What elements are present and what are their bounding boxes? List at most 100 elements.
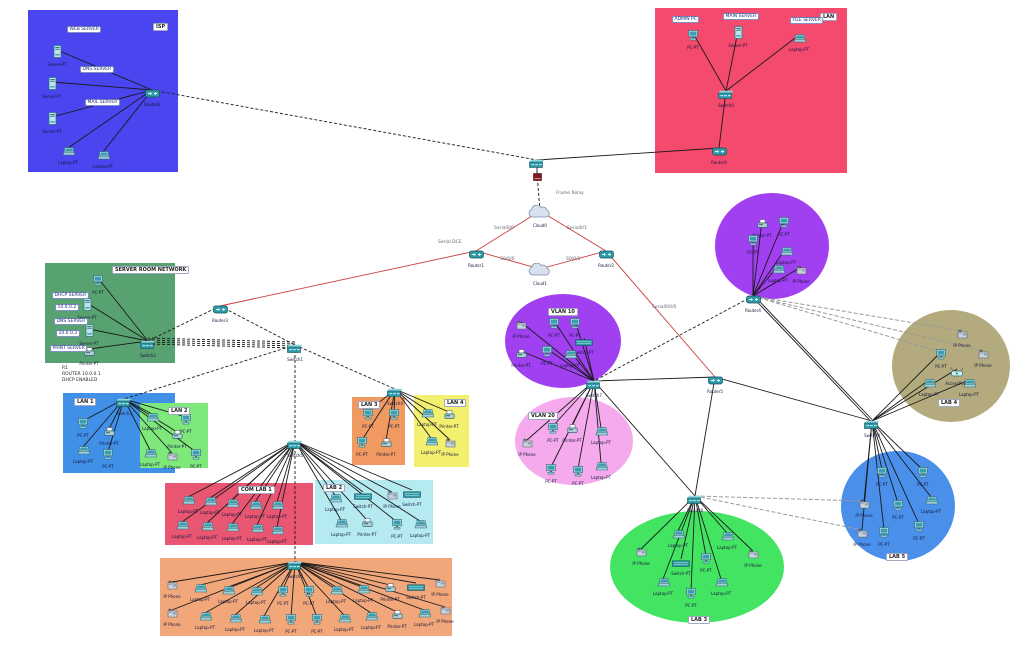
device-server-b_s2[interactable]: Server-PT [35, 75, 69, 99]
device-laptop-lb2[interactable]: Laptop-PT [190, 516, 224, 540]
device-server-g_s2[interactable]: Server-PT [72, 322, 106, 346]
device-pc-p2_pc2[interactable]: PC-PT [558, 314, 592, 338]
device-pc-p2_pc3[interactable]: PC-PT [530, 342, 564, 366]
device-server-b_s3[interactable]: Server-PT [35, 110, 69, 134]
device-printer-p2_pr[interactable]: Printer-PT [504, 344, 538, 368]
device-switch-bl_sw[interactable]: Switch3 [107, 392, 141, 416]
device-printer-pk_pr[interactable]: Printer-PT [555, 419, 589, 443]
device-pc-p2_pc1[interactable]: PC-PT [537, 314, 571, 338]
device-pc-g_pc[interactable]: PC-PT [81, 271, 115, 295]
device-pc-ge4[interactable]: PC-PT [689, 549, 723, 573]
device-phone-bo12[interactable]: IP Phone [155, 603, 189, 627]
device-pc-p1_pc2[interactable]: PC-PT [736, 231, 770, 255]
device-switch-be_hub[interactable]: Switch9 [855, 414, 889, 438]
device-laptop-bo3[interactable]: Laptop-PT [211, 580, 245, 604]
device-phone-y_ph[interactable]: IP Phone [433, 433, 467, 457]
device-laptop-b_l1[interactable]: Laptop-PT [51, 141, 85, 165]
device-pc-bo17[interactable]: PC-PT [300, 610, 334, 634]
device-pc-be8[interactable]: PC-PT [902, 517, 936, 541]
device-laptop-gl_lt1[interactable]: Laptop-PT [135, 407, 169, 431]
device-pc-cy7[interactable]: PC-PT [380, 515, 414, 539]
device-laptop-bo21[interactable]: Laptop-PT [407, 603, 441, 627]
device-phone-ge6[interactable]: IP Phone [736, 544, 770, 568]
device-laptop-bo15[interactable]: Laptop-PT [247, 609, 281, 633]
device-switch-ge_hub[interactable]: Switch8 [678, 489, 712, 513]
device-printer-bo9[interactable]: Printer-PT [373, 578, 407, 602]
device-phone-ge1[interactable]: IP Phone [624, 542, 658, 566]
device-switch-c_sw[interactable] [520, 153, 554, 172]
device-laptop-la3[interactable]: Laptop-PT [215, 493, 249, 517]
device-router-p1_r[interactable]: Router4 [736, 289, 770, 313]
device-phone-ol1[interactable]: IP Phone [945, 324, 979, 348]
device-pc-ol3[interactable]: PC-PT [924, 345, 958, 369]
device-laptop-bo18[interactable]: Laptop-PT [327, 608, 361, 632]
device-ap-ol4[interactable]: AccessPoint [940, 362, 974, 386]
device-switch-r_sw[interactable]: Switch0 [709, 84, 743, 108]
device-phone-be3[interactable]: IP Phone [847, 494, 881, 518]
device-laptop-gl_lt2[interactable]: Laptop-PT [133, 443, 167, 467]
device-pc-be7[interactable]: PC-PT [867, 523, 901, 547]
device-laptop-la4[interactable]: Laptop-PT [238, 495, 272, 519]
device-router-m_r[interactable]: Router5 [698, 370, 732, 394]
device-printer-cy6[interactable]: Printer-PT [350, 513, 384, 537]
device-pc-bo6[interactable]: PC-PT [292, 582, 326, 606]
device-laptop-bo8[interactable]: Laptop-PT [346, 579, 380, 603]
device-printer-bl_pr[interactable]: Printer-PT [92, 422, 126, 446]
device-laptop-lb4[interactable]: Laptop-PT [240, 518, 274, 542]
device-phone-pk_ph[interactable]: IP Phone [510, 433, 544, 457]
device-laptop-ge2[interactable]: Laptop-PT [661, 524, 695, 548]
device-phone-bo1[interactable]: IP Phone [155, 575, 189, 599]
device-laptop-bl_lt[interactable]: Laptop-PT [66, 440, 100, 464]
device-phone-bo11[interactable]: IP Phone [423, 573, 457, 597]
device-phone-p2_ph[interactable]: IP Phone [504, 315, 538, 339]
device-server-b_s1[interactable]: Server-PT [40, 43, 74, 67]
device-laptop-b_l2[interactable]: Laptop-PT [86, 145, 120, 169]
device-pc-pk_pc2[interactable]: PC-PT [534, 460, 568, 484]
device-laptop-lb3[interactable]: Laptop-PT [215, 517, 249, 541]
device-laptop-ge5[interactable]: Laptop-PT [710, 526, 744, 550]
device-laptop-pk_lt1[interactable]: Laptop-PT [584, 421, 618, 445]
device-laptop-p1_lt2[interactable]: Laptop-PT [761, 259, 795, 283]
device-laptop-bo7[interactable]: Laptop-PT [319, 580, 353, 604]
device-router-b_r[interactable]: Router6 [135, 83, 169, 107]
device-rack-p2_sw[interactable]: Switch-PT [567, 331, 601, 355]
device-laptop-cy8[interactable]: Laptop-PT [403, 514, 437, 538]
device-laptop-p1_lt1[interactable]: Laptop-PT [769, 241, 803, 265]
device-pc-ge8[interactable]: PC-PT [674, 584, 708, 608]
device-cloud-c_cl2[interactable]: Cloud1 [523, 262, 557, 286]
device-rack-cy2[interactable]: Switch-PT [346, 485, 380, 509]
device-phone-be6[interactable]: IP Phone [845, 523, 879, 547]
device-laptop-cy5[interactable]: Laptop-PT [324, 513, 358, 537]
device-pc-o_pc3[interactable]: PC-PT [345, 433, 379, 457]
device-cloud-c_cl1[interactable]: Cloud0 [523, 204, 557, 228]
device-printer-p1_pr[interactable]: Printer-PT [745, 214, 779, 238]
device-laptop-ge7[interactable]: Laptop-PT [646, 572, 680, 596]
device-pc-bo5[interactable]: PC-PT [266, 582, 300, 606]
device-printer-gl_pr[interactable]: Printer-PT [160, 425, 194, 449]
device-laptop-ol6[interactable]: Laptop-PT [952, 373, 986, 397]
device-pc-pk_pc1[interactable]: PC-PT [536, 419, 570, 443]
device-laptop-la5[interactable]: Laptop-PT [260, 495, 294, 519]
device-printer-y_pr[interactable]: Printer-PT [432, 405, 466, 429]
device-switch-bo_sw[interactable]: Switch6 [278, 555, 312, 579]
device-pc-bl_pc2[interactable]: PC-PT [91, 445, 125, 469]
device-printer-bo20[interactable]: Printer-PT [380, 605, 414, 629]
device-router-c_r1[interactable]: Router1 [459, 244, 493, 268]
device-rack-cy4[interactable]: Switch-PT [395, 483, 429, 507]
device-laptop-la1[interactable]: Laptop-PT [171, 490, 205, 514]
device-laptop-ge9[interactable]: Laptop-PT [704, 572, 738, 596]
device-phone-cy3[interactable]: IP Phone [375, 485, 409, 509]
device-laptop-la2[interactable]: Laptop-PT [193, 491, 227, 515]
device-laptop-bo13[interactable]: Laptop-PT [188, 606, 222, 630]
device-pc-o_pc1[interactable]: PC-PT [351, 405, 385, 429]
device-laptop-y_lt2[interactable]: Laptop-PT [414, 431, 448, 455]
device-laptop-lb5[interactable]: Laptop-PT [260, 520, 294, 544]
device-laptop-p2_lt[interactable]: Laptop-PT [553, 344, 587, 368]
device-laptop-bo2[interactable]: Laptop-PT [183, 578, 217, 602]
device-laptop-bo14[interactable]: Laptop-PT [218, 608, 252, 632]
device-router-c_r2[interactable]: Router2 [589, 244, 623, 268]
device-switch-g_sw[interactable]: Switch2 [131, 334, 165, 358]
device-laptop-lb1[interactable]: Laptop-PT [165, 515, 199, 539]
device-laptop-bo19[interactable]: Laptop-PT [354, 606, 388, 630]
device-laptop-bo4[interactable]: Laptop-PT [239, 581, 273, 605]
